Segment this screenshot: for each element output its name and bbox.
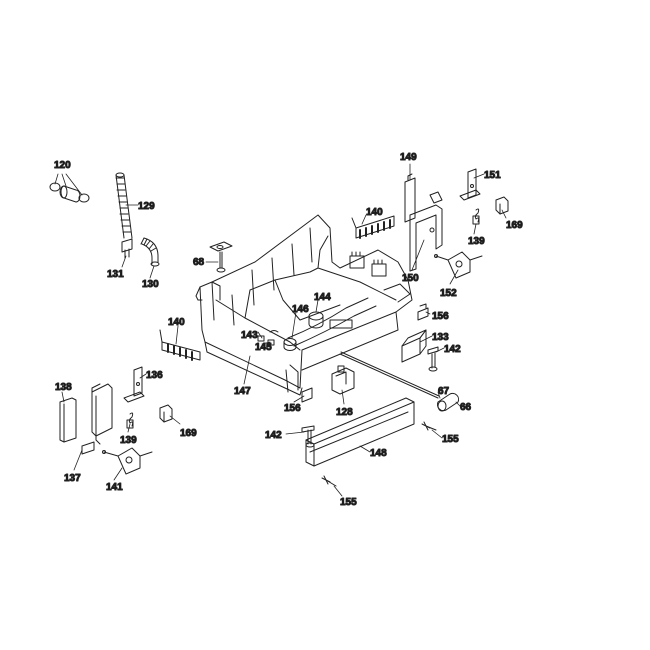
label-146: 146 [292,304,309,315]
label-129: 129 [138,201,155,212]
label-140-upper: 140 [366,207,383,218]
bracket-part[interactable] [122,239,132,258]
label-169-left: 169 [180,428,197,439]
screw-part[interactable] [428,347,438,371]
label-156-lower: 156 [284,403,301,414]
drain-hose-part[interactable] [116,173,132,238]
label-150: 150 [402,273,419,284]
label-68: 68 [193,257,205,268]
label-66: 66 [460,402,472,413]
part-labels: 120 129 131 130 68 140 140 149 151 169 1… [54,152,524,509]
cap-part[interactable] [160,405,172,422]
foot-part[interactable] [210,242,232,272]
label-152: 152 [440,288,457,299]
label-145: 145 [255,342,272,353]
label-142-lower: 142 [265,430,282,441]
rod-part[interactable] [340,352,439,398]
hinge-arm-part[interactable] [103,448,153,474]
label-147: 147 [234,386,251,397]
hinge-bracket-part[interactable] [405,174,415,222]
label-133: 133 [432,332,449,343]
knob-part[interactable] [437,393,458,411]
label-139-right: 139 [468,236,485,247]
label-155-right: 155 [442,434,459,445]
label-142-right: 142 [444,344,461,355]
spring-part[interactable] [127,413,133,428]
terminal-strip-part[interactable] [160,330,200,360]
label-151: 151 [484,170,501,181]
screw-part[interactable] [422,422,436,430]
base-tub-part[interactable] [196,215,412,395]
kick-plate-part[interactable] [306,398,414,466]
label-67: 67 [438,386,450,397]
label-141: 141 [106,482,123,493]
clip-part[interactable] [418,304,428,320]
hose-elbow-part[interactable] [141,238,159,266]
connector-part[interactable] [350,252,386,276]
label-120: 120 [54,160,71,171]
cap-part[interactable] [496,197,508,214]
label-155-lower: 155 [340,497,357,508]
hinge-plate-part[interactable] [410,192,442,271]
cover-box-part[interactable] [402,330,426,362]
leader-lines [54,163,507,497]
valve-part[interactable] [284,339,296,351]
label-128: 128 [336,407,353,418]
label-139-left: 139 [120,435,137,446]
label-144: 144 [314,292,331,303]
switch-bracket-part[interactable] [332,366,354,394]
hinge-part[interactable] [124,367,144,402]
spring-part[interactable] [473,209,479,224]
label-156-right: 156 [432,311,449,322]
screw-part[interactable] [302,426,314,447]
clip-part[interactable] [302,388,312,402]
label-148: 148 [370,448,387,459]
label-169-right: 169 [506,220,523,231]
hinge-part[interactable] [460,169,480,200]
terminal-strip-part[interactable] [352,216,394,238]
screw-part[interactable] [322,476,336,486]
hinge-plate-part[interactable] [82,384,112,454]
label-130: 130 [142,279,159,290]
hose-clamp-part[interactable] [50,183,89,202]
hinge-arm-part[interactable] [435,252,483,278]
label-131: 131 [107,269,124,280]
label-140-lower: 140 [168,317,185,328]
hinge-cover-part[interactable] [60,398,76,442]
label-136: 136 [146,370,163,381]
label-149: 149 [400,152,417,163]
label-138: 138 [55,382,72,393]
label-137: 137 [64,473,81,484]
label-143: 143 [241,330,258,341]
